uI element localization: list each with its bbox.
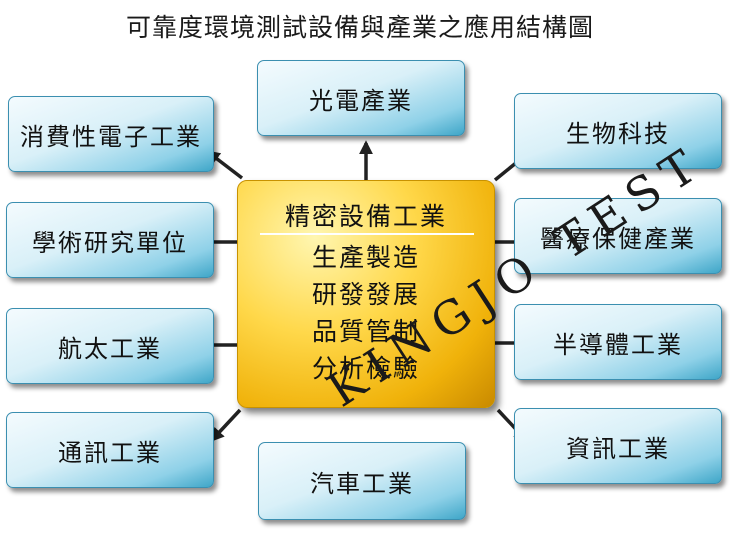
center-divider <box>260 233 474 235</box>
node-aerospace: 航太工業 <box>6 308 214 384</box>
center-item-rnd: 研發發展 <box>311 280 420 309</box>
node-medical: 醫療保健產業 <box>514 198 722 274</box>
node-consumer-electronics: 消費性電子工業 <box>8 96 214 172</box>
center-node: 精密設備工業 生產製造 研發發展 品質管制 分析檢驗 <box>237 180 495 408</box>
node-academic: 學術研究單位 <box>6 202 214 278</box>
node-automotive: 汽車工業 <box>258 442 466 520</box>
node-biotech: 生物科技 <box>514 93 722 169</box>
diagram-title: 可靠度環境測試設備與產業之應用結構圖 <box>125 13 594 42</box>
node-it: 資訊工業 <box>514 408 722 484</box>
center-item-production: 生產製造 <box>311 243 420 272</box>
center-list: 生產製造 研發發展 品質管制 分析檢驗 <box>238 239 494 387</box>
node-telecom: 通訊工業 <box>6 412 214 488</box>
node-optoelectronics: 光電產業 <box>257 60 465 136</box>
arrow-to-telecom <box>210 408 242 443</box>
node-semiconductor: 半導體工業 <box>514 304 722 380</box>
center-item-analysis: 分析檢驗 <box>311 354 420 383</box>
center-title: 精密設備工業 <box>284 202 447 231</box>
center-item-quality: 品質管制 <box>311 317 420 346</box>
